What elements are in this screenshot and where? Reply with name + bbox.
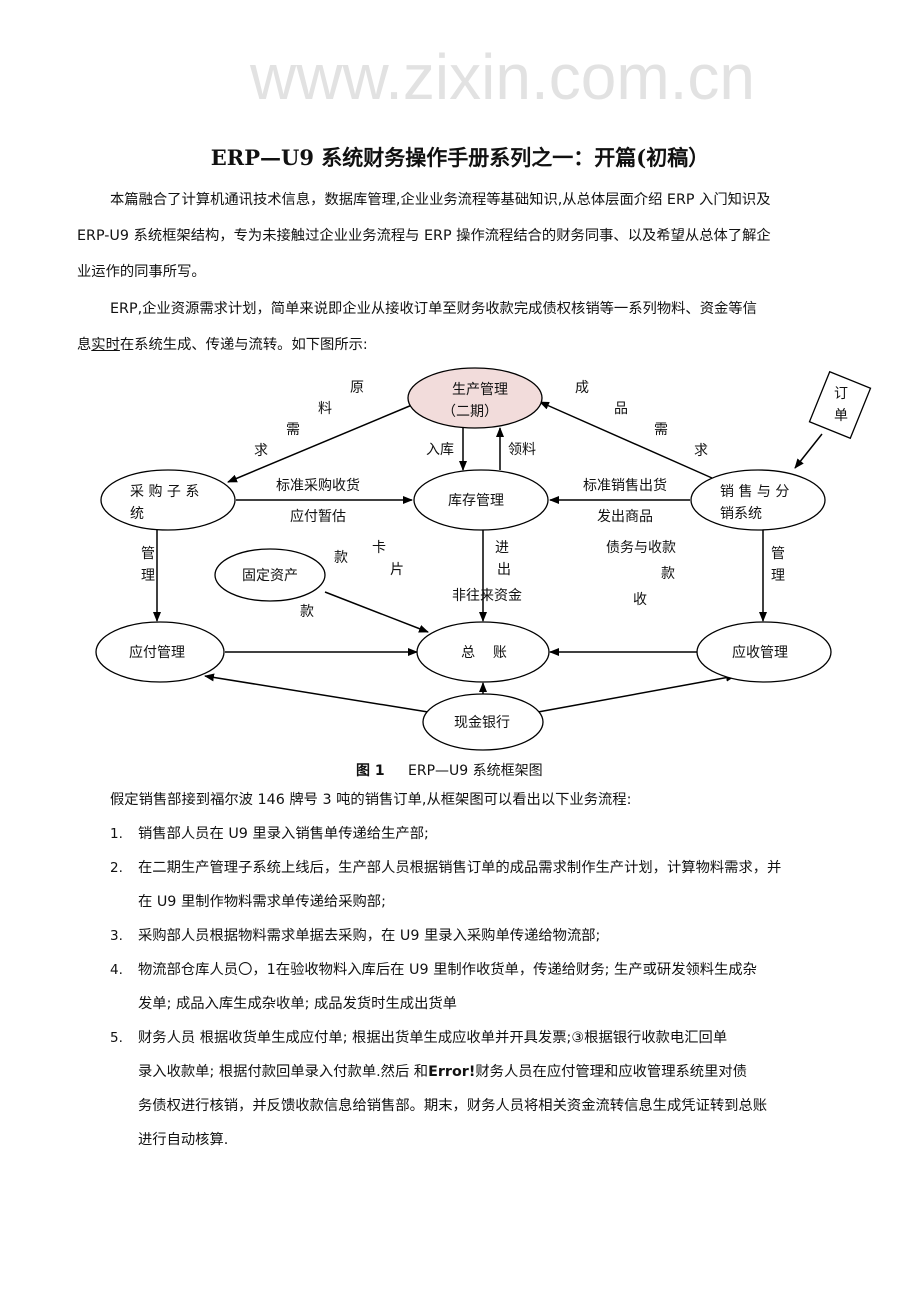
edge-label: 理 [141,568,155,584]
edge-label: 料 [318,401,332,417]
node-label: 统 [130,506,144,522]
node-label: 订 [834,386,848,402]
node-sales [690,469,826,531]
text: 录入收款单; 根据付款回单录入付款单.然后 和 [138,1064,429,1080]
edge-label: 应付暂估 [290,508,346,525]
text: 息 [77,337,92,353]
node-cash [422,693,544,751]
edge-label: 收 [633,592,647,608]
step-line: 进行自动核算. [138,1132,229,1148]
edge-label: 成 [575,380,589,396]
node-label: 生产管理 [452,382,508,398]
document-title: ERP—U9 系统财务操作手册系列之一：开篇(初稿） [210,145,710,170]
figure-caption-number: 图 1 [356,763,385,779]
step-line: 财务人员 根据收货单生成应付单; 根据出货单生成应收单并开具发票;③根据银行收款… [138,1030,728,1046]
step-line: 在 U9 里制作物料需求单传递给采购部; [138,894,386,910]
node-production [407,367,543,429]
node-label: 单 [834,408,848,424]
edge-label: 管 [141,546,155,562]
step-line: 采购部人员根据物料需求单据去采购，在 U9 里录入采购单传递给物流部; [138,928,601,944]
edge-label: 入库 [426,442,454,458]
edge-label: 标准销售出货 [583,477,667,494]
edge-label: 款 [334,550,348,566]
node-label: 销 售 与 分 [720,484,789,500]
step-line: 在二期生产管理子系统上线后，生产部人员根据销售订单的成品需求制作生产计划，计算物… [138,860,782,876]
edge-label: 理 [771,568,785,584]
node-ledger [416,621,550,683]
node-order [808,370,872,440]
step-number: 5. [110,1030,123,1046]
edge-label: 领料 [508,442,536,458]
edge-label: 管 [771,546,785,562]
step-number: 3. [110,928,123,944]
edge-label: 债务与收款 [606,540,676,556]
arrow-cash-to-receivable [537,673,736,713]
node-label: （二期） [442,404,498,420]
edge-label: 款 [300,604,314,620]
node-fixed-assets [214,548,326,602]
intro-line: 业运作的同事所写。 [77,264,206,280]
scenario-line: 假定销售部接到福尔波 146 牌号 3 吨的销售订单,从框架图可以看出以下业务流… [110,792,632,808]
node-label: 总 账 [461,645,507,661]
edge-label: 卡 [372,540,386,556]
edge-label: 非往来资金 [452,588,522,604]
node-label: 应付管理 [129,644,185,661]
step-number: 4. [110,962,123,978]
node-label: 应收管理 [732,644,788,661]
arrow-assets-to-ledger [324,591,429,633]
step-line: 物流部仓库人员〇，1在验收物料入库后在 U9 里制作收货单，传递给财务; 生产或… [138,962,757,978]
arrow-cash-to-payable [204,673,429,713]
erp-line: 息实时在系统生成、传递与流转。如下图所示: [77,335,368,355]
text: 在系统生成、传递与流转。如下图所示: [119,337,368,353]
erp-framework-diagram: 生产管理 （二期） 采 购 子 系 统 库存管理 销 售 与 分 销系统 固定资… [95,367,872,779]
step-number: 1. [110,826,123,842]
edge-label: 求 [254,443,268,459]
node-payable [95,621,225,683]
edge-label: 出 [497,562,511,578]
node-label: 库存管理 [448,493,504,509]
step-number: 2. [110,860,123,876]
edge-label: 进 [495,540,509,556]
intro-line: ERP-U9 系统框架结构，专为未接触过企业业务流程与 ERP 操作流程结合的财… [77,228,771,244]
edge-label: 款 [661,566,675,582]
node-inventory [413,469,549,531]
edge-label: 原 [350,380,364,396]
edge-label: 发出商品 [597,509,653,525]
edge-label: 需 [654,422,668,438]
edge-label: 标准采购收货 [276,477,360,494]
arrow-order-to-sales [794,433,823,469]
step-line: 务债权进行核销，并反馈收款信息给销售部。期末，财务人员将相关资金流转信息生成凭证… [138,1098,768,1114]
step-line: 销售部人员在 U9 里录入销售单传递给生产部; [138,826,429,842]
node-label: 采 购 子 系 [130,484,199,500]
node-label: 固定资产 [242,568,298,584]
edge-label: 片 [390,562,404,578]
edge-label: 需 [286,422,300,438]
node-label: 现金银行 [454,715,510,731]
node-purchase [100,469,236,531]
edge-label: 求 [694,443,708,459]
arrow-sales-to-production [539,401,713,479]
intro-line: 本篇融合了计算机通讯技术信息，数据库管理,企业业务流程等基础知识,从总体层面介绍… [110,192,771,208]
edge-label: 品 [614,401,628,417]
error-field: Error! [428,1064,476,1080]
node-label: 销系统 [720,506,762,522]
figure-caption: ERP—U9 系统框架图 [408,763,543,779]
step-line: 录入收款单; 根据付款回单录入付款单.然后 和Error!财务人员在应付管理和应… [138,1062,747,1082]
arrow-production-to-purchase [227,404,413,483]
node-receivable [696,621,832,683]
text: 财务人员在应付管理和应收管理系统里对债 [475,1064,747,1080]
step-line: 发单; 成品入库生成杂收单; 成品发货时生成出货单 [138,996,457,1012]
underlined-text: 实时 [91,337,120,353]
erp-line: ERP,企业资源需求计划，简单来说即企业从接收订单至财务收款完成债权核销等一系列… [110,301,757,317]
